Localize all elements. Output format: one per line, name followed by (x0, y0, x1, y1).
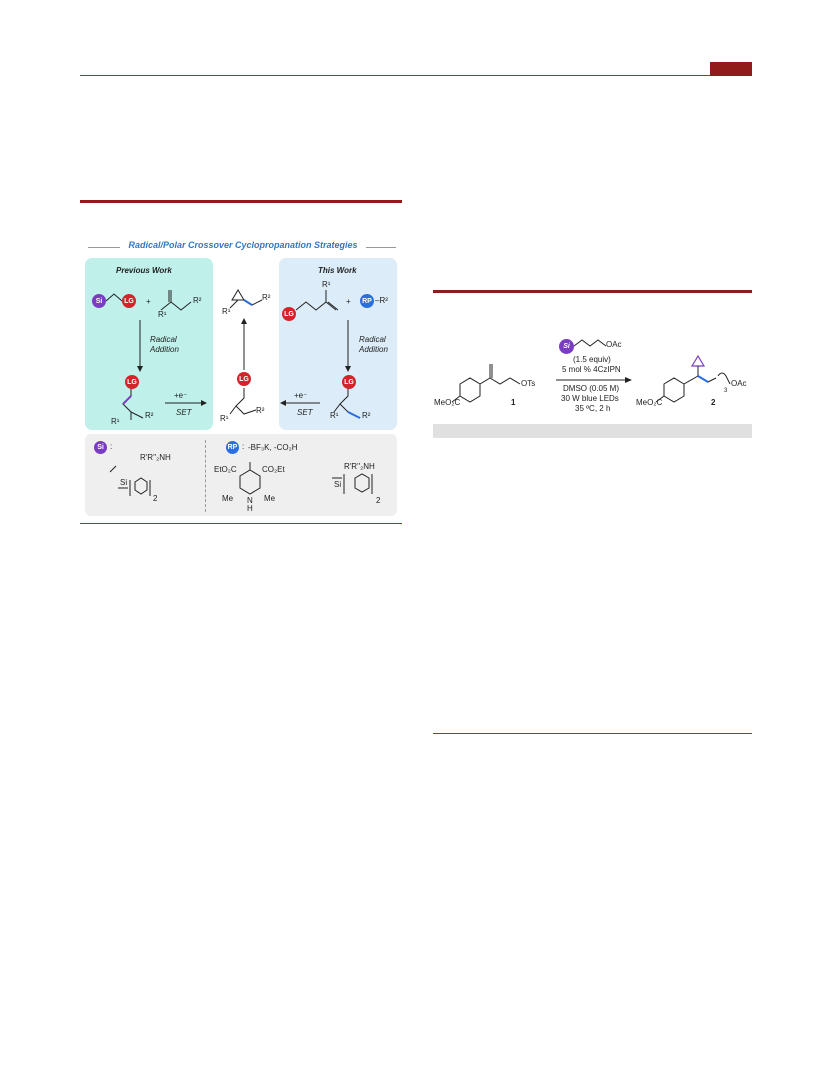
rp-legend-subscript: 2 (376, 496, 381, 505)
table-top-rule (433, 290, 752, 293)
si-legend-silicon: Si (120, 478, 128, 487)
rp-legend-me-left: Me (222, 494, 234, 503)
condition-equiv: (1.5 equiv) (573, 355, 611, 364)
electron-label-left: +e⁻ (174, 391, 188, 400)
figure-title: Radical/Polar Crossover Cyclopropanation… (128, 240, 358, 250)
condition-light: 30 W blue LEDs (561, 394, 619, 403)
r1-label-this-int: R¹ (330, 411, 339, 420)
reagent-oac: OAc (606, 340, 622, 349)
r1-label-anion: R¹ (220, 414, 229, 423)
product-label: 2 (711, 398, 716, 407)
si-legend-colon: : (110, 442, 113, 451)
condition-temp-time: 35 ºC, 2 h (575, 404, 611, 413)
r1-label-prev-int: R¹ (111, 417, 120, 426)
r1-label-product: R¹ (222, 307, 231, 316)
reagent-si-badge: Si (559, 339, 574, 354)
table-header-bar (433, 424, 752, 438)
condition-catalyst: 5 mol % 4CzIPN (562, 365, 621, 374)
rp-legend-me-right: Me (264, 494, 276, 503)
rp-legend-amine: R'R''₂NH (344, 462, 375, 471)
substrate-ots: OTs (521, 379, 536, 388)
r1-label-prev: R¹ (158, 310, 167, 319)
figure-bottom-rule (80, 523, 402, 524)
lg-badge-prev: LG (122, 294, 136, 308)
rp-badge: RP (360, 294, 374, 308)
header-rule (80, 75, 752, 76)
si-legend-badge: Si (94, 441, 107, 454)
figure-top-rule (80, 200, 402, 203)
plus-sign-this: + (346, 297, 351, 306)
si-badge: Si (92, 294, 106, 308)
set-label-right: SET (297, 408, 313, 417)
title-rule-left (88, 247, 120, 248)
radical-label-this: Radical (359, 335, 386, 344)
table-bottom-rule (433, 733, 752, 734)
rp-legend-badge: RP (226, 441, 239, 454)
header-tab (710, 62, 752, 76)
product-oac: OAc (731, 379, 747, 388)
r2-label-prev-int: R² (145, 411, 154, 420)
condition-solvent: DMSO (0.05 M) (563, 384, 620, 393)
substrate-meo2c: MeO₂C (434, 398, 461, 407)
r2-label-this-int: R² (362, 411, 371, 420)
r2-label-anion: R² (256, 406, 265, 415)
rp-legend-eto2c: EtO₂C (214, 465, 237, 474)
title-rule-right (366, 247, 396, 248)
si-legend-amine: R'R''₂NH (140, 453, 171, 462)
rp-legend-groups: -BF₃K, -CO₂H (248, 443, 298, 452)
lg-badge-anion: LG (237, 372, 251, 386)
electron-label-right: +e⁻ (294, 391, 308, 400)
set-label-left: SET (176, 408, 192, 417)
substrate-label: 1 (511, 398, 516, 407)
previous-work-panel (85, 258, 213, 430)
this-work-heading: This Work (318, 266, 357, 275)
lg-badge-this-intermediate: LG (342, 375, 356, 389)
addition-label-prev: Addition (150, 345, 179, 354)
this-work-panel (279, 258, 397, 430)
rp-legend-nitrogen: N (247, 496, 253, 505)
rp-legend-hydrogen: H (247, 504, 253, 513)
rp-legend-silicon: Si (334, 480, 342, 489)
rp-r2-label: –R² (375, 296, 388, 305)
previous-work-heading: Previous Work (116, 266, 172, 275)
lg-badge-prev-intermediate: LG (125, 375, 139, 389)
radical-label-prev: Radical (150, 335, 177, 344)
lg-badge-this: LG (282, 307, 296, 321)
rp-legend-co2et: CO₂Et (262, 465, 285, 474)
si-legend-subscript: 2 (153, 494, 158, 503)
r2-label-product: R² (262, 293, 271, 302)
legend-divider (205, 440, 206, 512)
addition-label-this: Addition (359, 345, 388, 354)
plus-sign-prev: + (146, 297, 151, 306)
r2-label-prev: R² (193, 296, 202, 305)
rp-legend-colon: : (242, 442, 245, 451)
product-meo2c: MeO₂C (636, 398, 663, 407)
product-subscript: 3 (724, 388, 728, 394)
r1-label-this: R¹ (322, 280, 331, 289)
